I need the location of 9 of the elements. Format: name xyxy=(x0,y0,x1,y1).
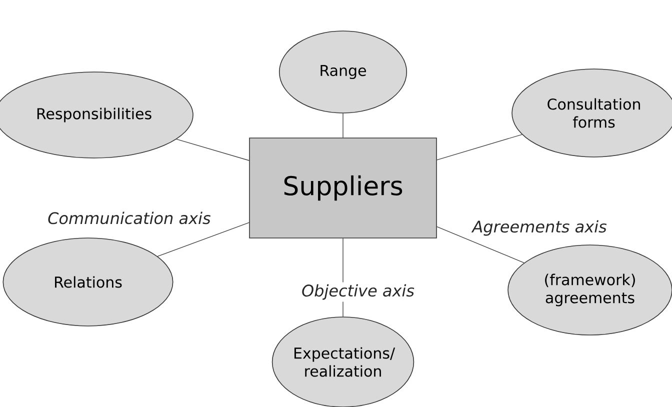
connector-line xyxy=(157,222,250,257)
edge-label: Communication axis xyxy=(48,212,210,224)
edge-label: Objective axis xyxy=(300,282,416,302)
connector-line xyxy=(342,113,344,138)
edge-label: Agreements axis xyxy=(471,220,607,236)
connector-line xyxy=(436,134,522,160)
connector-line xyxy=(176,138,250,161)
center-box: Suppliers xyxy=(249,138,437,238)
connector-line xyxy=(436,226,524,264)
